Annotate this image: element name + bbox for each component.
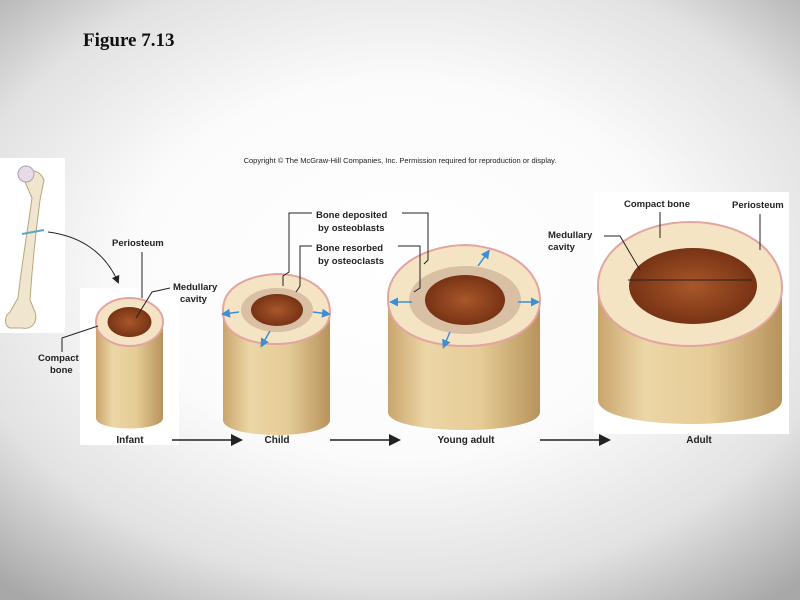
infant-bone	[95, 297, 164, 429]
label-periosteum-infant: Periosteum	[112, 238, 164, 249]
figure-title: Figure 7.13	[83, 30, 175, 51]
label-compact-adult: Compact bone	[624, 199, 690, 210]
leader-medullary-adult	[604, 235, 641, 271]
copyright-notice: Copyright © The McGraw-Hill Companies, I…	[243, 156, 557, 165]
femur-section-line	[21, 229, 45, 235]
leader-resorbed-young	[398, 245, 421, 293]
adult-bone	[596, 220, 784, 424]
label-compact-infant-2: bone	[50, 365, 73, 376]
leader-compact-infant	[61, 325, 99, 352]
young-adult-bone	[386, 243, 542, 430]
zoom-arrow	[47, 231, 120, 284]
child-bone	[221, 272, 332, 435]
stage-label-adult: Adult	[686, 435, 712, 446]
label-resorbed-2: by osteoclasts	[318, 256, 384, 267]
label-compact-infant-1: Compact	[38, 353, 79, 364]
label-deposited-2: by osteoblasts	[318, 223, 385, 234]
child-marrow	[251, 294, 303, 326]
label-deposited-1: Bone deposited	[316, 210, 387, 221]
young-adult-marrow	[425, 275, 505, 325]
leader-deposited-young	[402, 212, 429, 265]
label-medullary-adult-1: Medullary	[548, 230, 593, 241]
femur-illustration	[0, 158, 65, 333]
label-resorbed-1: Bone resorbed	[316, 243, 383, 254]
infant-marrow	[107, 307, 152, 337]
femur-bone	[5, 170, 45, 329]
label-medullary-infant-1: Medullary	[173, 282, 218, 293]
leader-medullary-infant	[135, 287, 171, 319]
stage-label-child: Child	[265, 435, 290, 446]
stage-label-infant: Infant	[116, 435, 144, 446]
label-medullary-infant-2: cavity	[180, 294, 208, 305]
label-periosteum-adult: Periosteum	[732, 200, 784, 211]
stage-label-young-adult: Young adult	[437, 435, 495, 446]
adult-marrow	[629, 248, 757, 324]
label-medullary-adult-2: cavity	[548, 242, 576, 253]
leader-deposited-child	[282, 212, 312, 286]
femur-head	[17, 165, 35, 183]
leader-resorbed-child	[295, 245, 312, 293]
